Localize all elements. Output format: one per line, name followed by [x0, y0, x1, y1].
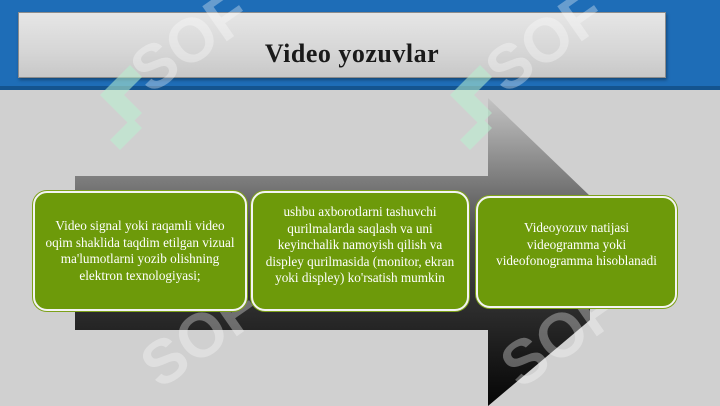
step-box-2: ushbu axborotlarni tashuvchi qurilmalard… — [251, 191, 469, 311]
step-box-3: Videoyozuv natijasi videogramma yoki vid… — [476, 196, 677, 308]
step-box-1: Video signal yoki raqamli video oqim sha… — [33, 191, 247, 311]
page-title: Video yozuvlar — [264, 39, 440, 68]
step-text-3: Videoyozuv natijasi videogramma yoki vid… — [496, 220, 657, 268]
step-text-2: ushbu axborotlarni tashuvchi qurilmalard… — [265, 204, 455, 285]
step-text-1: Video signal yoki raqamli video oqim sha… — [45, 218, 235, 283]
